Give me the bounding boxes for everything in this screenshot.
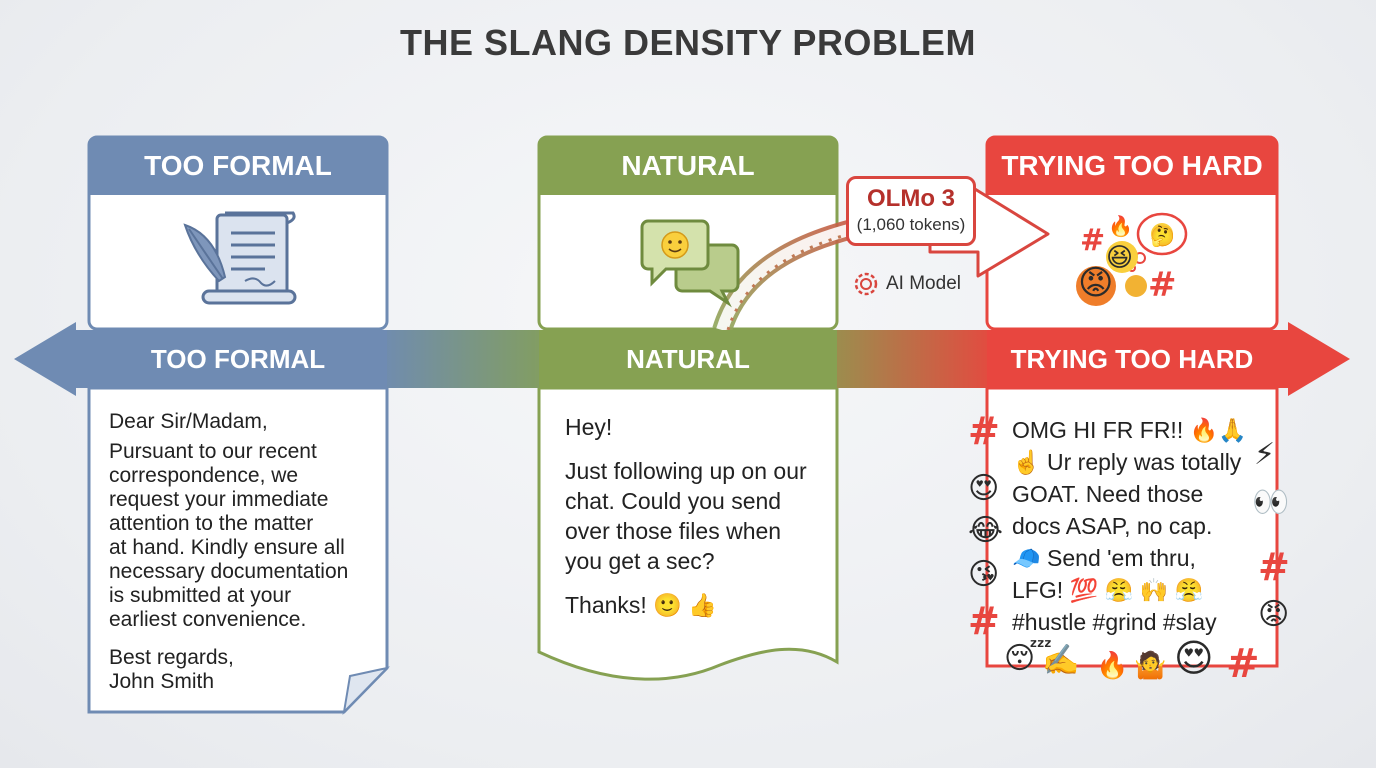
hashtag-icon: # [1148, 265, 1177, 305]
writing-hand-icon: ✍️ [1042, 644, 1080, 677]
trying-line: docs ASAP, no cap. [1012, 513, 1213, 539]
thinking-face-icon: 🤔 [1150, 226, 1175, 248]
angry-face-icon: 😡 [1258, 598, 1290, 631]
angry-face-icon: 😡 [1078, 264, 1114, 302]
eyes-icon: 👀 [1252, 486, 1290, 519]
ai-model-label: AI Model [852, 270, 961, 298]
formal-line: correspondence, we [109, 464, 299, 487]
natural-greeting: Hey! [565, 414, 613, 440]
trying-document [985, 386, 1279, 668]
shrug-icon: 🤷 [1134, 650, 1167, 680]
emoji-cluster-icon [1076, 212, 1188, 306]
trying-line: ☝️ Ur reply was totally [1012, 449, 1242, 475]
scroll-quill-icon [183, 211, 297, 305]
gear-brain-icon [854, 272, 878, 296]
formal-page-curl [342, 666, 391, 715]
trying-line: #hustle #grind #slay [1012, 609, 1217, 635]
natural-line: over those files when [565, 518, 782, 544]
model-callout: OLMo 3 (1,060 tokens) [846, 176, 976, 246]
trying-message: OMG HI FR FR!! 🔥🙏 ☝️ Ur reply was totall… [1012, 414, 1264, 638]
formal-line: necessary documentation [109, 560, 349, 583]
fire-icon: 🔥 [1096, 650, 1129, 680]
formal-signature: John Smith [109, 670, 215, 693]
formal-line: is submitted at your [109, 584, 292, 607]
hashtag-icon: # [1080, 223, 1106, 258]
trying-band-label: TRYING TOO HARD [987, 330, 1277, 388]
laughing-face-icon: 😆 [1106, 242, 1134, 272]
lightning-icon: ⚡ [1254, 438, 1276, 471]
formal-letter: Dear Sir/Madam, Pursuant to our recent c… [109, 410, 374, 694]
trying-line: GOAT. Need those [1012, 481, 1204, 507]
trying-line: 🧢 Send 'em thru, [1012, 545, 1196, 571]
diagram-title: THE SLANG DENSITY PROBLEM [400, 22, 976, 63]
formal-header: TOO FORMAL [89, 137, 387, 195]
kissing-face-icon: 😘 [968, 558, 1000, 591]
token-count: (1,060 tokens) [856, 215, 966, 234]
hashtag-icon: # [968, 599, 1000, 643]
natural-line: Just following up on our [565, 458, 807, 484]
natural-line: chat. Could you send [565, 488, 782, 514]
trying-line: OMG HI FR FR!! 🔥🙏 [1012, 417, 1247, 443]
heart-eyes-icon: 😍 [1174, 638, 1214, 680]
formal-line: request your immediate [109, 488, 329, 511]
formal-line: Pursuant to our recent [109, 440, 317, 463]
sleeping-face-icon: 😴 [1004, 642, 1053, 675]
formal-greeting: Dear Sir/Madam, [109, 410, 268, 433]
chat-bubbles-icon [640, 219, 740, 308]
formal-band-label: TOO FORMAL [89, 330, 387, 388]
fire-icon: 🔥 [1108, 216, 1133, 238]
hashtag-icon: # [1226, 641, 1260, 687]
tears-of-joy-icon: 😂 [968, 514, 1004, 547]
model-name: OLMo 3 [867, 185, 955, 212]
natural-header: NATURAL [539, 137, 837, 195]
ai-model-text: AI Model [886, 273, 961, 294]
formal-line: attention to the matter [109, 512, 314, 535]
natural-closing: Thanks! 🙂 👍 [565, 592, 717, 618]
formal-line: at hand. Kindly ensure all [109, 536, 345, 559]
natural-document [537, 386, 839, 681]
natural-line: you get a sec? [565, 548, 715, 574]
formal-line: earliest convenience. [109, 608, 307, 631]
natural-message: Hey! Just following up on our chat. Coul… [565, 412, 830, 620]
heart-eyes-icon: 😍 [968, 472, 1000, 505]
hashtag-icon: # [1258, 545, 1290, 589]
trying-header: TRYING TOO HARD [987, 137, 1277, 195]
trying-line: LFG! 💯 😤 🙌 😤 [1012, 577, 1204, 603]
formal-closing: Best regards, [109, 646, 234, 669]
natural-band-label: NATURAL [539, 330, 837, 388]
hashtag-icon: # [968, 409, 1000, 453]
